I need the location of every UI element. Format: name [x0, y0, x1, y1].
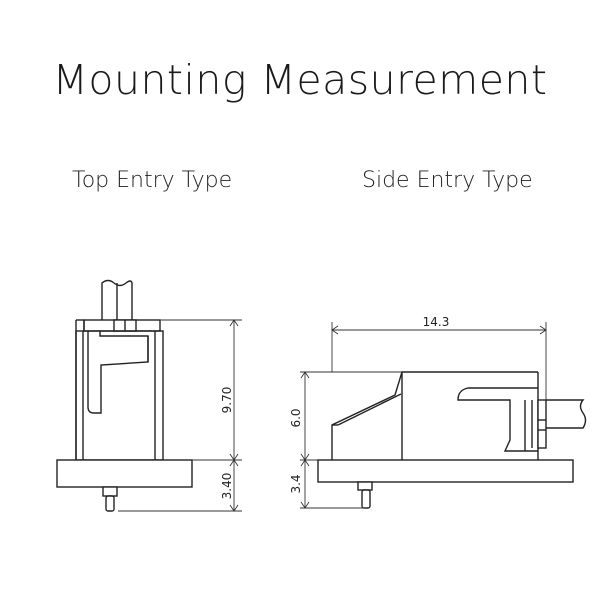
side-entry-width-dim: 14.3	[423, 315, 450, 329]
top-entry-pin-dim: 3.40	[220, 473, 234, 500]
top-entry-pin	[102, 486, 118, 512]
top-entry-height-dim: 9.70	[220, 387, 234, 414]
top-entry-drawing: 9.70 3.40	[56, 279, 242, 512]
top-entry-body	[75, 319, 164, 461]
page-title: Mounting Measurement	[52, 56, 548, 104]
top-entry-label: Top Entry Type	[72, 168, 233, 193]
side-entry-pcb	[317, 459, 574, 483]
side-entry-pin-dim: 3.4	[289, 474, 303, 493]
side-entry-height-dim: 6.0	[289, 408, 303, 427]
side-entry-label: Side Entry Type	[362, 168, 533, 193]
side-entry-pin	[357, 481, 373, 509]
side-entry-body	[331, 371, 539, 460]
top-entry-cap	[83, 319, 161, 332]
top-entry-cable	[101, 279, 133, 320]
side-entry-drawing: 14.3 6.0 3.4	[289, 315, 587, 509]
side-entry-dimensions	[300, 322, 547, 509]
top-entry-dimensions	[118, 319, 242, 512]
top-entry-pcb	[56, 459, 193, 488]
side-entry-cable	[546, 399, 587, 429]
side-entry-cap	[537, 399, 547, 449]
